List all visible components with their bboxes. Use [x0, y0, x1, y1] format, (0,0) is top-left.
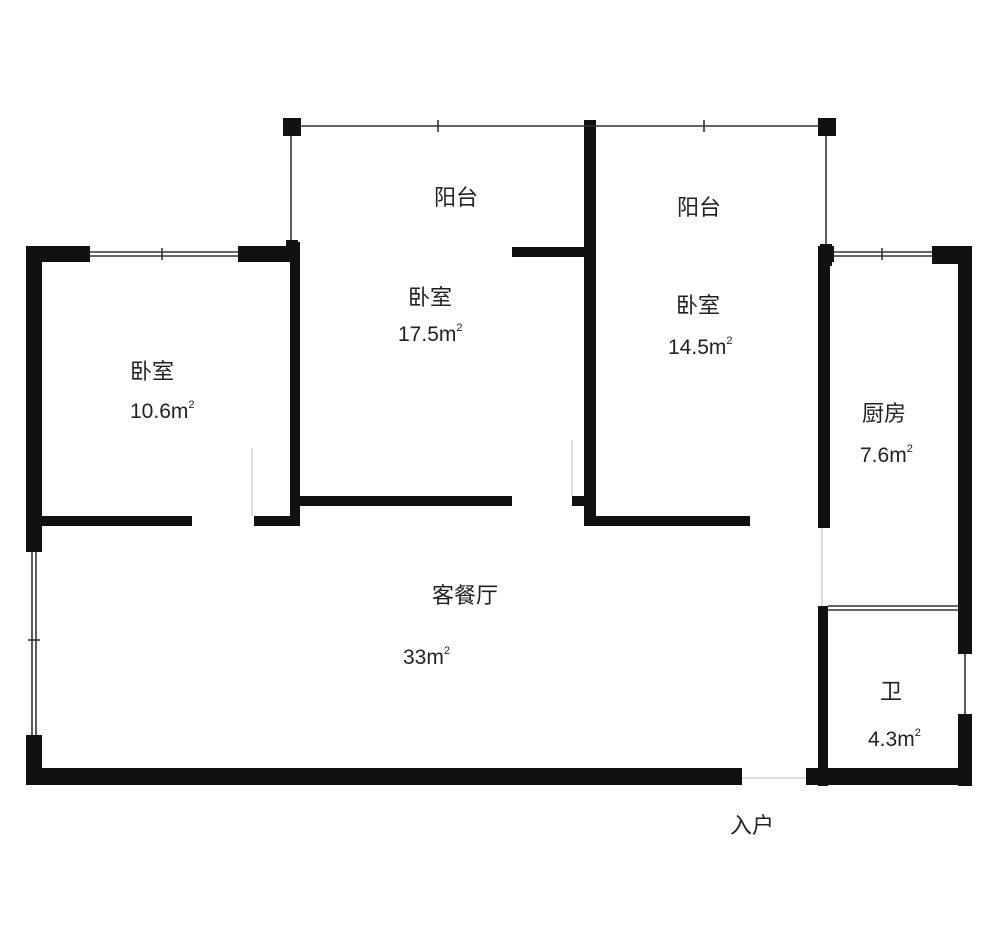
living-dining-area: 33m2 [403, 645, 450, 669]
walls [26, 118, 972, 786]
pillar-balcony-left-low [286, 240, 298, 262]
wall-bedroom-center-bottom [296, 496, 512, 506]
wall-bottom-main [26, 768, 742, 785]
bathroom-area: 4.3m2 [868, 727, 921, 751]
entrance-label: 入户 [730, 814, 775, 839]
wall-left-upper [26, 246, 42, 552]
wall-bedroom-left-top-r [238, 246, 298, 262]
wall-kitchen-left [818, 246, 830, 528]
wall-bedroom-center-bottom-stub [572, 496, 590, 506]
bedroom-right-label: 卧室 [676, 294, 721, 319]
wall-bedroom-left-bottom-a [26, 516, 192, 526]
pillar-balcony-right [818, 118, 836, 136]
pillar-balcony-left [283, 118, 301, 136]
bedroom-right-area: 14.5m2 [668, 335, 733, 359]
bedroom-center-label: 卧室 [408, 286, 453, 311]
pillar-balcony-right-low [820, 244, 832, 266]
faint-lines [251, 440, 823, 779]
wall-bedroom-left-top-l [26, 246, 90, 262]
bathroom-label: 卫 [880, 680, 903, 705]
windows-railings [28, 120, 966, 735]
bedroom-left-label: 卧室 [130, 360, 175, 385]
kitchen-label: 厨房 [862, 402, 907, 427]
bedroom-center-area: 17.5m2 [398, 322, 463, 346]
wall-balcony-stub [512, 247, 588, 257]
wall-bathroom-left [818, 606, 828, 786]
wall-bottom-right [806, 768, 972, 785]
balcony-left-label: 阳台 [434, 186, 479, 211]
living-dining-label: 客餐厅 [432, 584, 499, 609]
wall-bedroom-right-bottom [584, 516, 750, 526]
wall-bedroom-left-bottom-b [254, 516, 300, 526]
wall-right-upper [958, 246, 972, 654]
wall-bedroom-divider-2 [584, 120, 596, 525]
bedroom-left-area: 10.6m2 [130, 399, 195, 423]
wall-bedroom-divider-1 [290, 242, 300, 525]
balcony-right-label: 阳台 [677, 196, 722, 221]
kitchen-area: 7.6m2 [860, 443, 913, 467]
